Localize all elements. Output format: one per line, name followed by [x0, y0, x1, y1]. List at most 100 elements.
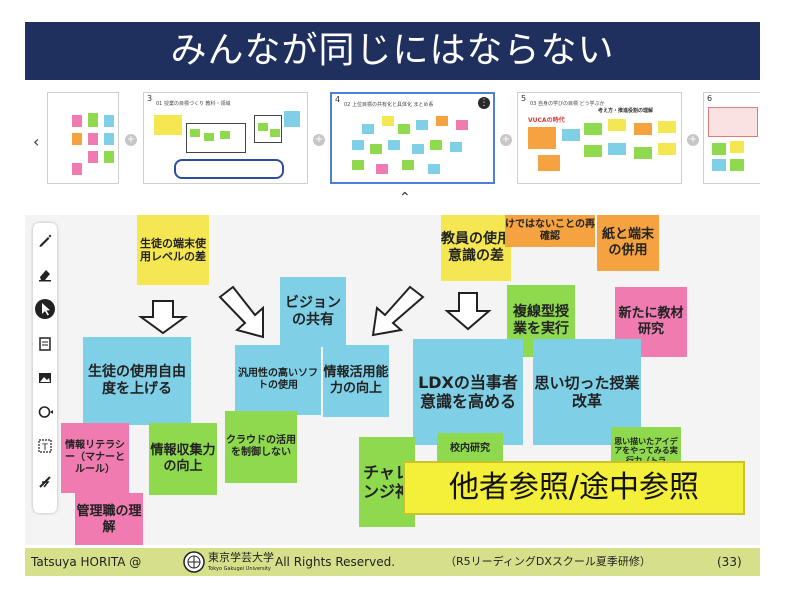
chevron-left-icon[interactable]: ‹ — [33, 132, 40, 151]
sticky-note[interactable]: ビジョンの共有 — [280, 277, 346, 347]
mini-note — [382, 116, 394, 126]
mini-note — [730, 141, 744, 153]
slide-thumbnail-4[interactable]: 4 02 上位目標の共有化と具体化 まとめ系 ⋮ — [330, 92, 495, 184]
mini-frame — [174, 159, 284, 179]
slide-footer: Tatsuya HORITA @ 東京学芸大学 Tokyo Gakugei Un… — [25, 548, 760, 576]
mini-note — [398, 124, 410, 134]
mini-note — [72, 163, 82, 175]
eraser-icon[interactable] — [36, 265, 54, 283]
mini-note — [88, 113, 98, 127]
sticky-note[interactable]: 管理職の理解 — [75, 493, 143, 545]
cursor-icon — [42, 303, 50, 316]
chevron-up-icon[interactable]: ⌃ — [399, 190, 411, 206]
mini-note — [430, 140, 442, 150]
arrow-down-icon — [444, 292, 492, 331]
sticky-note[interactable]: 情報リテラシー（マナーとルール） — [61, 423, 129, 493]
slide-thumbnail-5[interactable]: 5 03 自身の学びの目標 どう学ぶか 考え方・推進役割の理解 VUCAの時代 — [517, 92, 682, 184]
footer-event: （R5リーディングDXスクール夏季研修） — [445, 555, 651, 568]
arrows-layer — [137, 285, 492, 339]
text-icon[interactable]: T — [36, 437, 54, 455]
drawing-toolbar: T — [33, 223, 57, 513]
sticky-note-icon[interactable] — [36, 335, 54, 353]
sticky-note[interactable]: LDXの当事者意識を高める — [413, 339, 523, 445]
mini-frame — [254, 115, 282, 143]
whiteboard-canvas[interactable]: 生徒の端末使用レベルの差 教員の使用意識の差 けではないことの再確認 紙と端末の… — [25, 215, 760, 545]
sticky-note[interactable]: 校内研究 — [437, 433, 503, 465]
mini-note — [284, 111, 300, 127]
mini-note — [608, 143, 626, 155]
sticky-note[interactable]: 情報活用能力の向上 — [323, 345, 389, 417]
overlay-label: 他者参照/途中参照 — [403, 461, 745, 515]
mini-note — [402, 160, 414, 170]
mini-note — [730, 159, 744, 171]
pen-icon[interactable] — [36, 231, 54, 249]
university-name-jp: 東京学芸大学 — [208, 551, 274, 564]
mini-frame — [708, 107, 758, 137]
mini-note — [584, 145, 602, 157]
slide-thumbnail-3[interactable]: 3 01 授業の目標づくり 教科・領域 — [143, 92, 308, 184]
add-slide-icon[interactable]: + — [687, 134, 699, 146]
mini-note — [352, 160, 364, 170]
slide-title: みんなが同じにはならない — [170, 30, 615, 71]
slide-thumbnail-1[interactable] — [47, 92, 119, 184]
mini-note — [104, 115, 114, 127]
mini-note — [712, 159, 726, 171]
mini-note — [270, 129, 280, 137]
sticky-note[interactable]: 情報収集力の向上 — [149, 423, 217, 495]
mini-note — [154, 115, 182, 135]
mini-note — [562, 129, 580, 141]
arrow-diagonal-icon — [371, 285, 425, 337]
mini-note — [362, 124, 374, 134]
mini-note — [72, 133, 82, 145]
add-slide-icon[interactable]: + — [500, 134, 512, 146]
university-logo-icon — [183, 551, 205, 573]
mini-note — [608, 119, 626, 131]
slide-thumbnail-6[interactable]: 6 — [703, 92, 760, 184]
sticky-note[interactable]: 汎用性の高いソフトの使用 — [235, 345, 321, 415]
mini-note — [428, 164, 440, 174]
mini-note — [658, 143, 676, 155]
add-slide-icon[interactable]: + — [313, 134, 325, 146]
add-slide-icon[interactable]: + — [125, 134, 137, 146]
footer-author: Tatsuya HORITA @ — [31, 555, 142, 569]
more-options-icon[interactable]: ⋮ — [478, 97, 490, 109]
mini-note — [634, 147, 652, 159]
sticky-note[interactable]: 生徒の使用自由度を上げる — [83, 337, 191, 425]
mini-note — [388, 140, 400, 150]
mini-note — [416, 120, 428, 130]
mini-note — [204, 133, 214, 141]
mini-note — [584, 123, 602, 135]
mini-note — [88, 133, 98, 145]
mini-note — [450, 142, 462, 152]
mini-frame — [186, 123, 246, 153]
mini-note — [436, 116, 448, 126]
mini-note — [258, 123, 268, 131]
mini-note — [370, 144, 382, 154]
sticky-note[interactable]: クラウドの活用を制御しない — [225, 411, 297, 483]
mini-note — [456, 120, 468, 130]
mini-note — [376, 164, 388, 174]
sticky-note[interactable]: 紙と端末の併用 — [597, 215, 659, 271]
mini-note — [412, 144, 424, 154]
sticky-note[interactable]: けではないことの再確認 — [505, 215, 595, 247]
mini-note — [634, 123, 652, 135]
sticky-note[interactable]: 生徒の端末使用レベルの差 — [137, 215, 209, 285]
slide-thumbnail-strip: ‹ + 3 01 授業の目標づくり 教科・領域 + 4 02 上位目標の共有化と… — [25, 82, 760, 210]
laser-icon[interactable] — [36, 473, 54, 491]
image-icon[interactable] — [36, 369, 54, 387]
mini-note — [538, 155, 560, 171]
university-name-en: Tokyo Gakugei University — [208, 566, 271, 572]
arrow-diagonal-icon — [218, 285, 264, 339]
mini-note — [712, 143, 726, 155]
mini-note — [190, 129, 200, 137]
svg-text:T: T — [41, 443, 48, 453]
mini-note — [220, 131, 230, 139]
slide-title-bar: みんなが同じにはならない — [25, 22, 760, 80]
arrow-down-icon — [137, 300, 189, 335]
cursor-tool[interactable] — [35, 299, 55, 319]
mini-note — [88, 151, 98, 163]
mini-note — [352, 140, 364, 150]
footer-rights: All Rights Reserved. — [275, 555, 396, 569]
shape-icon[interactable] — [36, 403, 54, 421]
sticky-note[interactable]: 教員の使用意識の差 — [441, 215, 511, 281]
